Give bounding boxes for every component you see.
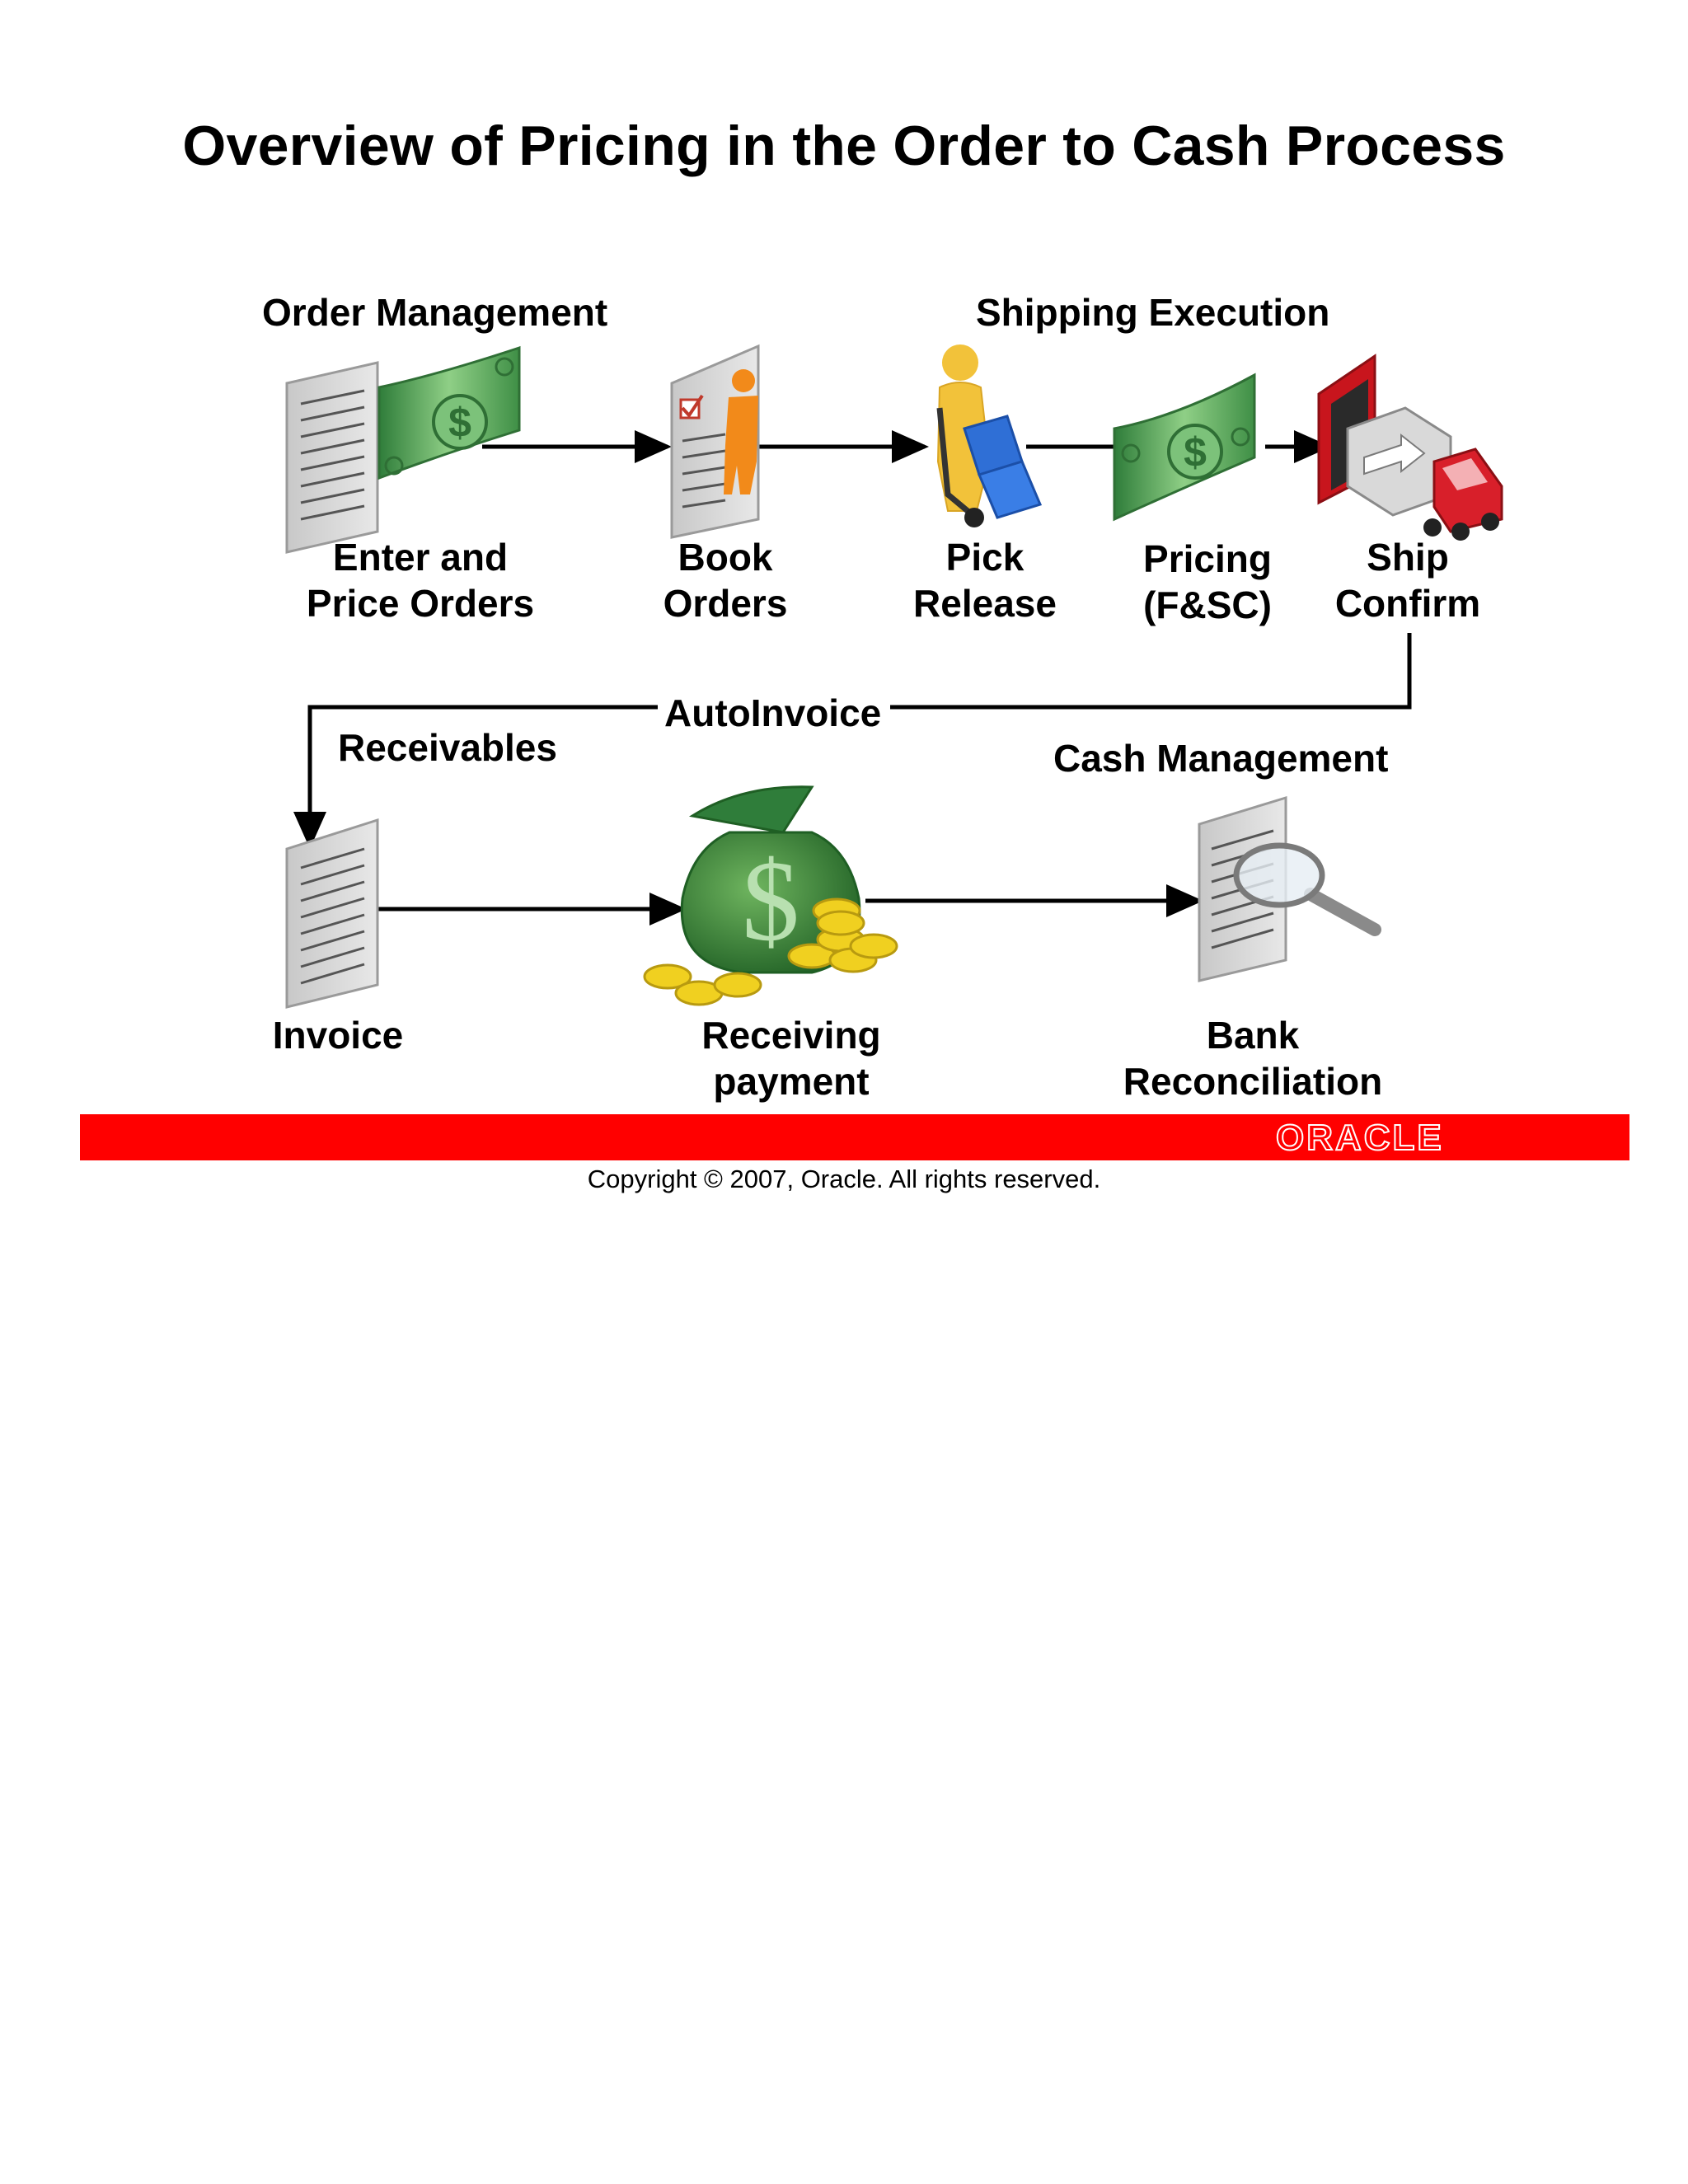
step-pricing-label: Pricing (F&SC) [1143, 537, 1272, 626]
copyright-text: Copyright © 2007, Oracle. All rights res… [587, 1165, 1101, 1193]
footer-brand-band [80, 1114, 1629, 1160]
step-receiving-payment-label: Receiving payment [701, 1014, 881, 1103]
svg-text:$: $ [742, 837, 799, 965]
money-bag-icon: $ [643, 785, 898, 1006]
oracle-logo: ORACLE [1275, 1117, 1444, 1159]
delivery-truck-icon [1317, 354, 1503, 541]
svg-text:$: $ [1184, 429, 1207, 476]
step-book-orders-label: Book Orders [663, 536, 788, 625]
dollar-bill-icon: $ [377, 345, 521, 480]
step-ship-confirm-label: Ship Confirm [1334, 536, 1481, 625]
document-icon [285, 818, 379, 1009]
dollar-bill-icon: $ [1113, 373, 1256, 522]
autoinvoice-label: AutoInvoice [658, 691, 889, 735]
connector-ship-to-autoinvoice [890, 633, 1412, 710]
process-flow-diagram: $ $ [285, 344, 1503, 1009]
section-order-management: Order Management [262, 291, 608, 334]
step-bank-reconciliation-label: Bank Reconciliation [1123, 1014, 1383, 1103]
section-cash-management: Cash Management [1053, 737, 1389, 780]
person-hand-truck-icon [936, 344, 1043, 527]
order-form-icon [670, 344, 760, 539]
section-shipping-execution: Shipping Execution [976, 291, 1330, 334]
svg-text:$: $ [448, 400, 471, 446]
step-pick-release-label: Pick Release [913, 536, 1057, 625]
document-magnifier-icon [1198, 795, 1381, 982]
step-invoice-label: Invoice [272, 1014, 404, 1057]
arrow-autoinvoice-to-invoice [293, 705, 659, 849]
step-enter-price-orders-label: Enter and Price Orders [306, 536, 535, 625]
page-title: Overview of Pricing in the Order to Cash… [182, 115, 1506, 177]
section-receivables: Receivables [338, 726, 557, 769]
document-icon [285, 361, 379, 554]
